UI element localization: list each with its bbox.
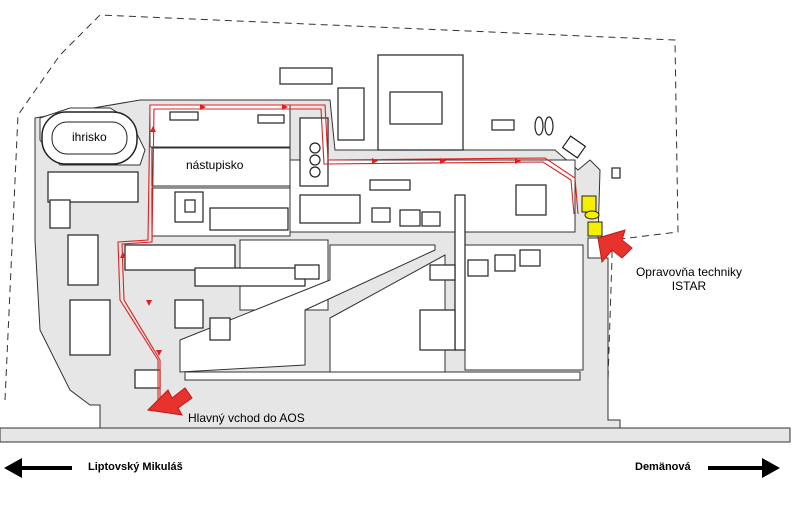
direction-left-label: Liptovský Mikuláš [88,461,183,473]
main-road [0,427,791,443]
main-entrance-label: Hlavný vchod do AOS [188,411,305,425]
buildings [47,54,621,389]
istar-workshop-buildings [581,195,603,237]
direction-right-label: Demänová [635,461,691,473]
workshop-label-line1: Opravovňa techniky [635,265,743,279]
playground-label: ihrisko [72,130,107,144]
playground [41,111,138,165]
direction-right-arrow [708,458,780,478]
workshop-label: Opravovňa techniky ISTAR [624,265,754,293]
main-entrance-arrow [146,387,193,416]
parade-ground-label: nástupisko [186,158,244,172]
workshop-entrance-arrow [597,229,633,264]
route-direction-arrows [120,104,521,356]
workshop-label-line2: ISTAR [671,279,707,293]
direction-left-arrow [4,458,72,478]
access-route [117,104,579,410]
